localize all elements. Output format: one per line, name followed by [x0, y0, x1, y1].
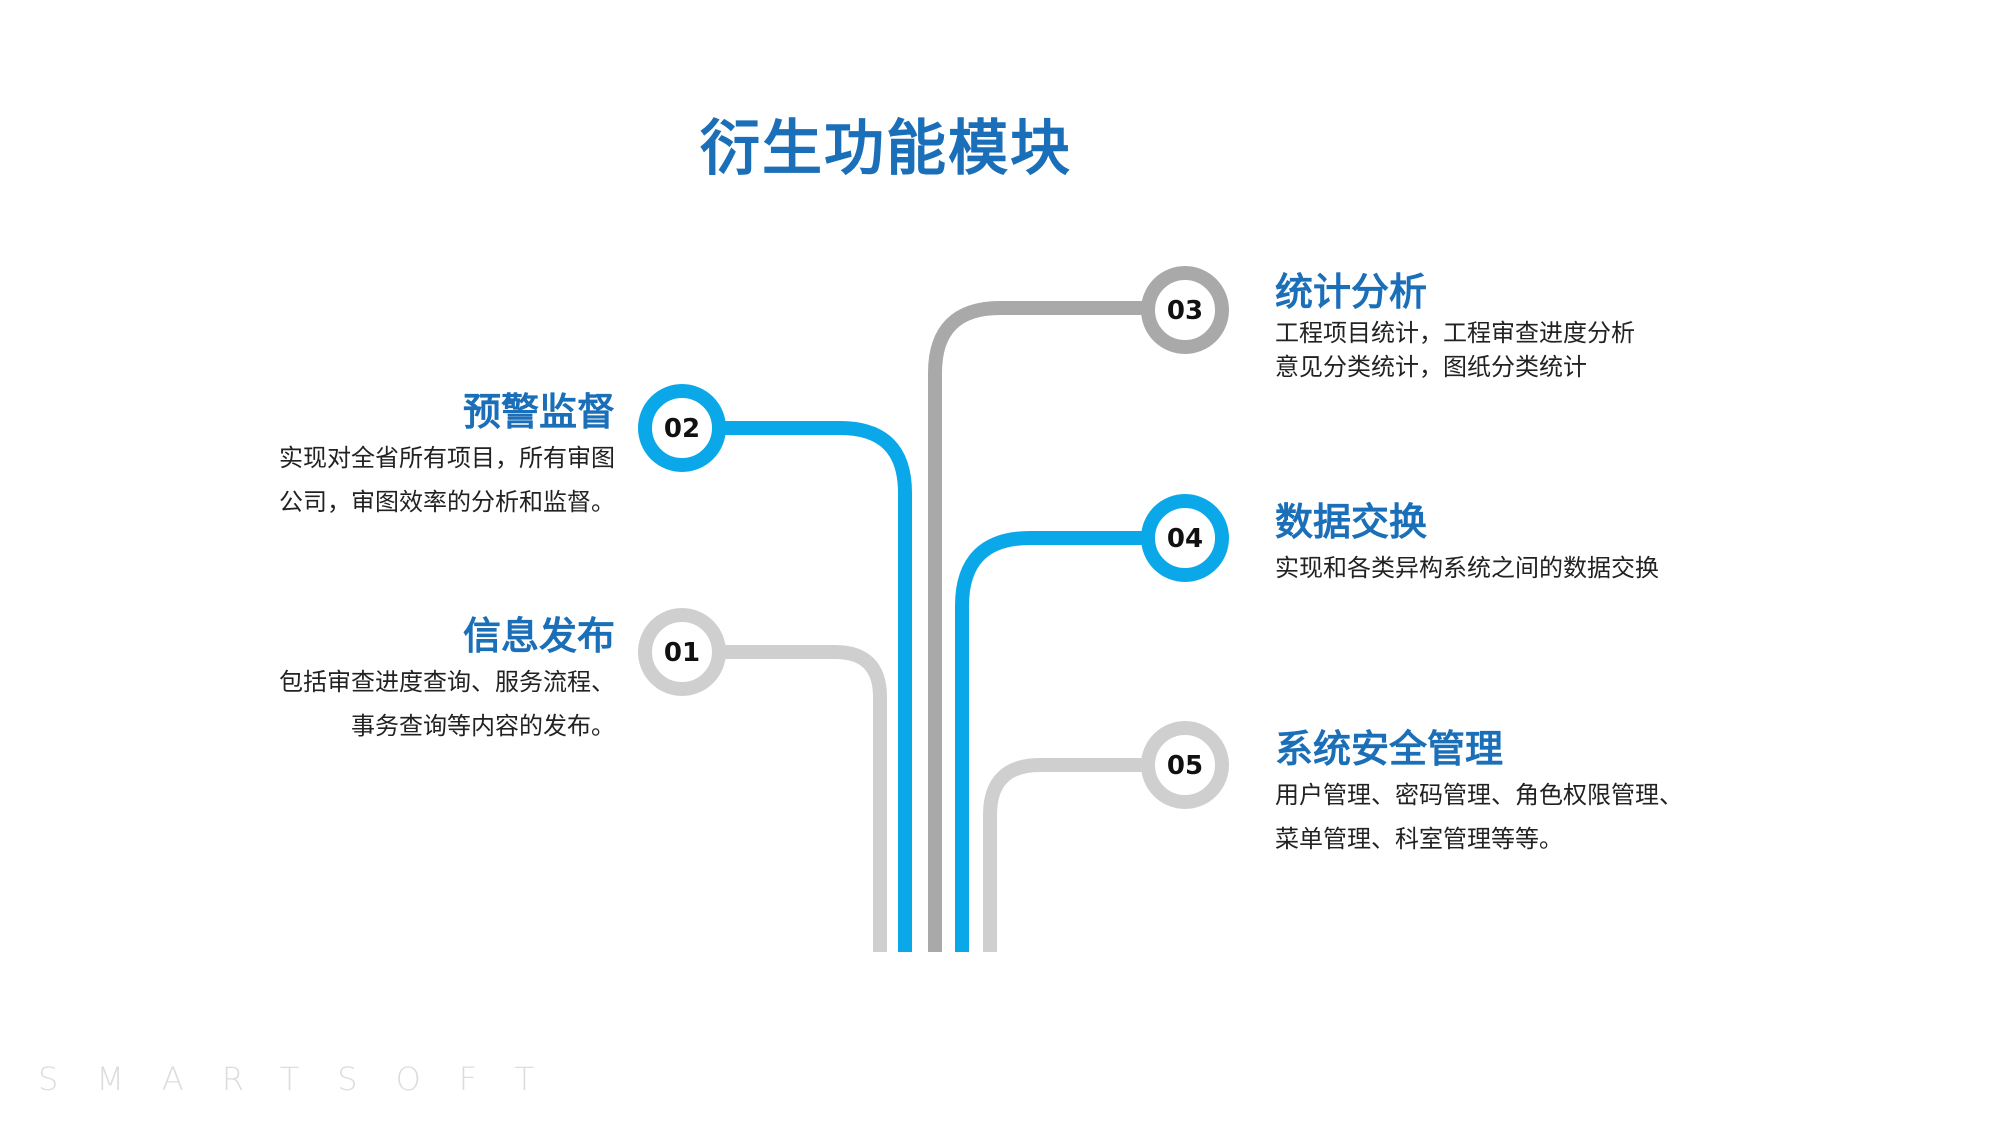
node-02-label: 02: [664, 414, 700, 444]
node-01-label: 01: [664, 638, 700, 668]
block-01-line-1: 包括审查进度查询、服务流程、: [279, 668, 615, 696]
branch-line-04: [955, 531, 1180, 952]
node-02: 02: [638, 384, 726, 472]
block-03-line-1: 工程项目统计，工程审查进度分析: [1275, 319, 1635, 347]
node-01: 01: [638, 608, 726, 696]
block-02-heading: 预警监督: [462, 390, 615, 434]
block-04-heading: 数据交换: [1275, 500, 1428, 544]
watermark-text: SMARTSOFT: [38, 1060, 573, 1098]
block-03-line-2: 意见分类统计，图纸分类统计: [1275, 353, 1587, 381]
block-04-line-1: 实现和各类异构系统之间的数据交换: [1275, 554, 1659, 582]
block-05-line-1: 用户管理、密码管理、角色权限管理、: [1275, 781, 1683, 809]
node-03-label: 03: [1167, 296, 1203, 326]
node-05: 05: [1141, 721, 1229, 809]
block-05: 系统安全管理 用户管理、密码管理、角色权限管理、 菜单管理、科室管理等等。: [1275, 725, 1683, 861]
block-05-heading: 系统安全管理: [1275, 727, 1504, 771]
branch-line-02: [680, 421, 912, 952]
block-01-heading: 信息发布: [462, 614, 615, 658]
block-04: 数据交换 实现和各类异构系统之间的数据交换: [1275, 498, 1659, 590]
branch-line-01: [680, 645, 887, 952]
block-02-line-2: 公司，审图效率的分析和监督。: [279, 488, 615, 516]
page-title: 衍生功能模块: [700, 114, 1072, 184]
node-04-label: 04: [1167, 524, 1203, 554]
branch-line-05: [983, 758, 1180, 952]
block-03-heading: 统计分析: [1275, 270, 1428, 314]
node-05-label: 05: [1167, 751, 1203, 781]
block-01: 信息发布 包括审查进度查询、服务流程、 事务查询等内容的发布。: [279, 612, 615, 748]
block-01-line-2: 事务查询等内容的发布。: [351, 712, 615, 740]
node-04: 04: [1141, 494, 1229, 582]
node-03: 03: [1141, 266, 1229, 354]
block-02-line-1: 实现对全省所有项目，所有审图: [279, 444, 615, 472]
block-05-line-2: 菜单管理、科室管理等等。: [1275, 825, 1563, 853]
block-03: 统计分析 工程项目统计，工程审查进度分析 意见分类统计，图纸分类统计: [1275, 268, 1635, 384]
branch-line-03: [928, 301, 1180, 952]
block-02: 预警监督 实现对全省所有项目，所有审图 公司，审图效率的分析和监督。: [279, 388, 615, 524]
